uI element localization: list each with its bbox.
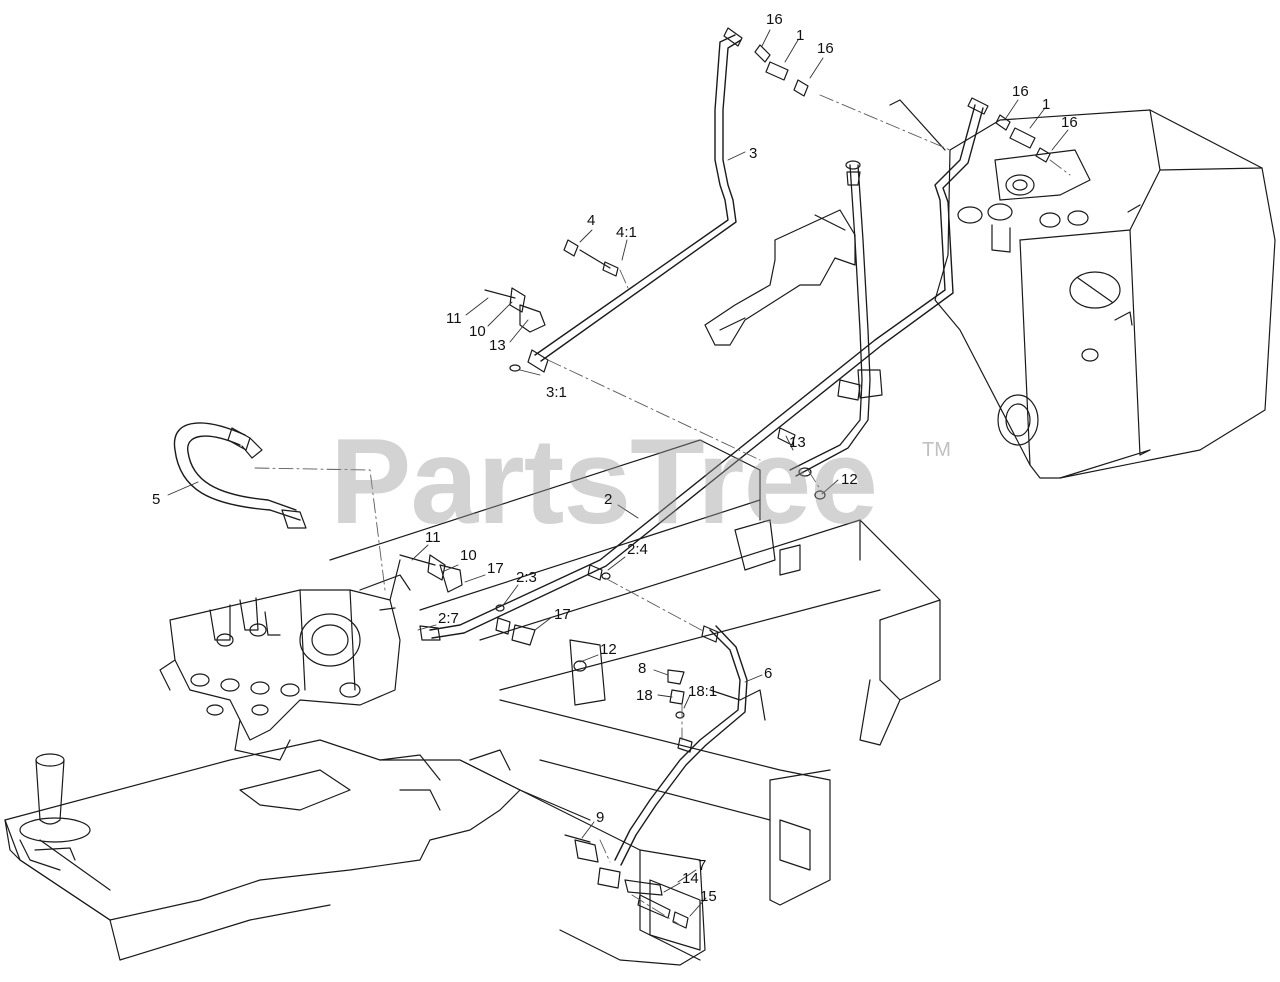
hydraulic-tank [934,109,1276,479]
mount-brackets [704,99,946,346]
callout-label: 2:4 [627,541,648,558]
callout-label: 11 [425,529,441,546]
callout-label: 10 [469,323,486,340]
callout-label: 6 [764,665,773,682]
lower-chassis [4,739,706,966]
guide-lines [254,94,1071,926]
callout-label: 3:1 [546,384,567,401]
callout-label: 10 [460,547,477,564]
callout-label: 16 [766,11,783,28]
main-frame [329,439,941,906]
callout-label: 5 [152,491,161,508]
leader-lines [167,29,1069,917]
tube-6 [597,625,748,889]
tube-2 [419,97,989,641]
callout-label: 12 [600,641,617,658]
callout-label: 4:1 [616,224,637,241]
callout-label: 17 [487,560,504,577]
tube-3 [527,27,743,373]
callout-label: 7 [698,857,707,874]
callout-label: 13 [789,434,806,451]
callout-label: 17 [554,606,571,623]
callout-label: 2 [604,491,613,508]
callout-label: 9 [596,809,605,826]
callout-label: 3 [749,145,758,162]
watermark: PartsTree [330,413,878,549]
callout-label: 15 [700,888,717,905]
callout-label: 1 [796,27,805,44]
callout-label: 16 [1012,83,1029,100]
callout-label: 11 [446,310,462,327]
steering-post [19,753,91,871]
callout-label: 8 [638,660,647,677]
callout-label: 14 [682,870,699,887]
tube-vertical [789,160,883,477]
fittings-hardware [399,44,1051,929]
callout-label: 2:7 [438,610,459,627]
trademark-symbol: TM [922,439,951,461]
callout-label: 4 [587,212,596,229]
callout-label: 1 [1042,96,1051,113]
callout-label: 2:3 [516,569,537,586]
callout-label: 18:1 [688,683,718,700]
callout-label: 12 [841,471,858,488]
callout-label: 13 [489,337,506,354]
callout-label: 18 [636,687,653,704]
hydrostatic-pump [159,559,411,761]
hose-5 [173,422,307,529]
callout-label: 16 [817,40,834,57]
callout-label: 16 [1061,114,1078,131]
